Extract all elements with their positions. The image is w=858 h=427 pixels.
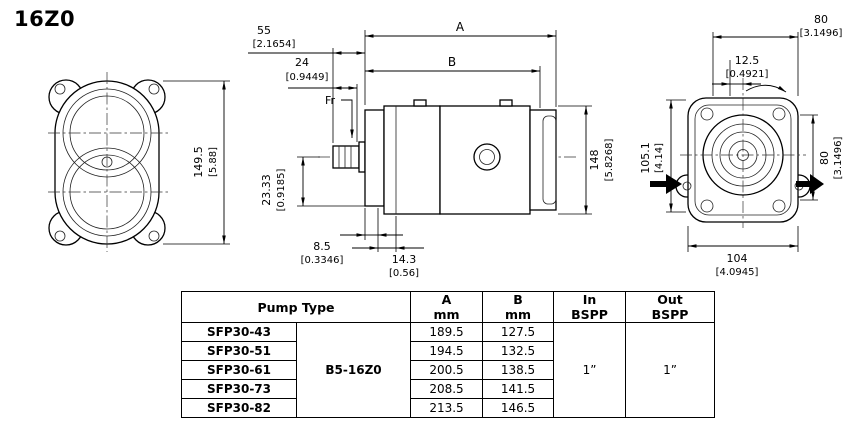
col-header-b: B mm bbox=[482, 291, 555, 323]
top-bolt-1 bbox=[413, 99, 427, 107]
mounting-flange bbox=[364, 109, 385, 207]
spec-table: Pump Type A mm B mm In BSPP Out BSPP bbox=[180, 291, 716, 418]
fr-reference: Fr bbox=[325, 94, 354, 138]
rear-bolt-holes bbox=[700, 107, 786, 213]
dim-148-mm: 148 bbox=[588, 150, 601, 171]
pump-group: B5-16Z0 bbox=[295, 322, 412, 418]
dim-1051-in: [4.14] bbox=[654, 143, 665, 173]
pump-model: SFP30-73 bbox=[181, 379, 297, 399]
dimension-23-33: 23.33 [0.9185] bbox=[260, 156, 365, 212]
col-header-b-line2: mm bbox=[504, 307, 532, 322]
dim-front-height-mm: 149.5 bbox=[192, 146, 205, 178]
dim-right80-mm: 80 bbox=[818, 151, 831, 165]
dim-front-height-in: [5.88] bbox=[208, 147, 219, 177]
flow-arrow-right-icon bbox=[796, 174, 824, 194]
dim-b-value: 138.5 bbox=[482, 360, 555, 380]
dim-b-value: 141.5 bbox=[482, 379, 555, 399]
dim-a-label: A bbox=[456, 20, 465, 34]
table-row: SFP30-73 208.5 141.5 bbox=[181, 379, 715, 399]
dim-148-in: [5.8268] bbox=[604, 139, 615, 182]
rotation-arrow-icon bbox=[745, 84, 787, 93]
col-header-out-line2: BSPP bbox=[651, 307, 689, 322]
dim-104-mm: 104 bbox=[727, 252, 748, 265]
dimension-148: 148 [5.8268] bbox=[558, 105, 615, 215]
dimension-12-5: 12.5 [0.4921] bbox=[712, 54, 768, 96]
dim-125-mm: 12.5 bbox=[735, 54, 760, 67]
dim-24-in: [0.9449] bbox=[286, 72, 329, 83]
front-centerlines bbox=[48, 72, 168, 252]
col-header-out-line1: Out bbox=[657, 292, 683, 307]
front-bolt-holes bbox=[54, 83, 160, 242]
col-header-in-line2: BSPP bbox=[571, 307, 608, 322]
dim-a-value: 200.5 bbox=[410, 360, 484, 380]
dimension-14-3: 14.3 [0.56] bbox=[352, 216, 424, 279]
rear-cap bbox=[542, 115, 557, 205]
dim-top80-in: [3.1496] bbox=[800, 28, 843, 39]
dimension-24: 24 [0.9449] bbox=[286, 56, 358, 142]
dimension-top-80: 80 [3.1496] bbox=[712, 13, 843, 96]
dim-b-label: B bbox=[448, 55, 456, 69]
dim-b-value: 132.5 bbox=[482, 341, 555, 361]
table-header-row: Pump Type A mm B mm In BSPP Out BSPP bbox=[180, 291, 716, 323]
dim-2333-mm: 23.33 bbox=[260, 174, 273, 206]
dim-a-value: 213.5 bbox=[410, 398, 484, 418]
col-header-a: A mm bbox=[410, 291, 484, 323]
dim-143-mm: 14.3 bbox=[392, 253, 417, 266]
dimension-A: A bbox=[364, 20, 557, 107]
dim-143-in: [0.56] bbox=[389, 268, 419, 279]
front-height-dimension: 149.5 [5.88] bbox=[163, 80, 230, 245]
dim-24-mm: 24 bbox=[295, 56, 309, 69]
col-header-a-line2: mm bbox=[433, 307, 460, 322]
dimension-B: B bbox=[365, 55, 541, 108]
table-row: SFP30-82 213.5 146.5 bbox=[181, 398, 715, 418]
technical-drawing: 149.5 [5.88] bbox=[48, 13, 844, 279]
col-header-b-line1: B bbox=[513, 292, 523, 307]
side-port-boss bbox=[473, 143, 501, 171]
dim-55-mm: 55 bbox=[257, 24, 271, 37]
dimension-104: 104 [4.0945] bbox=[687, 226, 799, 278]
dim-a-value: 208.5 bbox=[410, 379, 484, 399]
dimension-right-80: 80 [3.1496] bbox=[800, 114, 844, 201]
dim-top80-mm: 80 bbox=[814, 13, 828, 26]
table-row: SFP30-51 194.5 132.5 bbox=[181, 341, 715, 361]
table-row: SFP30-43 B5-16Z0 189.5 127.5 1” 1” bbox=[181, 322, 716, 418]
col-header-a-line1: A bbox=[441, 292, 452, 307]
front-housing bbox=[383, 105, 441, 215]
col-header-out: Out BSPP bbox=[625, 291, 716, 323]
dim-b-value: 146.5 bbox=[482, 398, 555, 418]
col-header-pump-type: Pump Type bbox=[180, 291, 412, 323]
dim-125-in: [0.4921] bbox=[726, 69, 769, 80]
pump-model: SFP30-61 bbox=[181, 360, 297, 380]
dim-b-value: 127.5 bbox=[482, 322, 555, 342]
col-header-in: In BSPP bbox=[553, 291, 627, 323]
dim-a-value: 194.5 bbox=[410, 341, 484, 361]
dim-104-in: [4.0945] bbox=[716, 267, 759, 278]
dimension-105-1: 105.1 [4.14] bbox=[639, 99, 686, 213]
side-view: A B 55 [2.1654] 24 [0. bbox=[248, 20, 615, 279]
dim-55-in: [2.1654] bbox=[253, 39, 296, 50]
in-port-value: 1” bbox=[553, 322, 627, 418]
fr-label: Fr bbox=[325, 94, 336, 107]
dim-85-in: [0.3346] bbox=[301, 255, 344, 266]
page-title: 16Z0 bbox=[14, 7, 76, 31]
dim-a-value: 189.5 bbox=[410, 322, 484, 342]
pump-shaft bbox=[332, 141, 366, 173]
pump-model: SFP30-43 bbox=[181, 322, 297, 342]
flow-arrow-left-icon bbox=[650, 174, 682, 194]
pump-model: SFP30-51 bbox=[181, 341, 297, 361]
rear-view: 80 [3.1496] 12.5 [0.4921] 105.1 [4.14] bbox=[639, 13, 844, 278]
dim-2333-in: [0.9185] bbox=[276, 169, 287, 212]
dimension-55: 55 [2.1654] bbox=[248, 24, 365, 143]
front-view: 149.5 [5.88] bbox=[48, 72, 230, 252]
col-header-in-line1: In bbox=[582, 292, 597, 307]
top-bolt-2 bbox=[499, 99, 513, 107]
dimension-8-5: 8.5 [0.3346] bbox=[301, 208, 403, 266]
pump-model: SFP30-82 bbox=[181, 398, 297, 418]
dim-85-mm: 8.5 bbox=[313, 240, 331, 253]
rear-centerlines bbox=[680, 78, 806, 228]
out-port-value: 1” bbox=[625, 322, 716, 418]
dim-right80-in: [3.1496] bbox=[833, 137, 844, 180]
dim-1051-mm: 105.1 bbox=[639, 142, 652, 174]
